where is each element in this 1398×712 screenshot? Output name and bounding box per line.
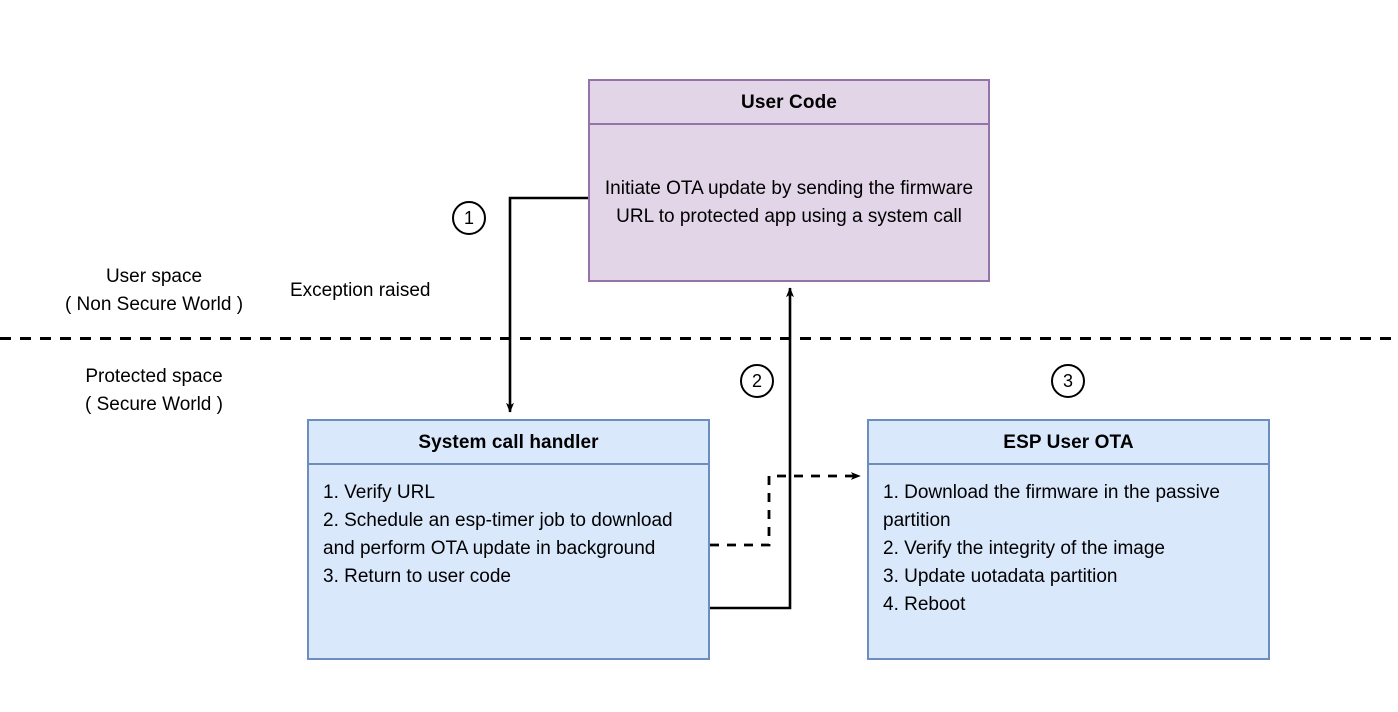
- step-badge-1: 1: [452, 201, 486, 235]
- edge-label-exception-raised: Exception raised: [290, 280, 431, 301]
- zone-label-protected-space: Protected space ( Secure World ): [85, 366, 223, 415]
- node-system-call-handler-body: 1. Verify URL 2. Schedule an esp-timer j…: [323, 482, 673, 587]
- step-badge-2: 2: [740, 364, 774, 398]
- edge-syscall-handler-to-esp-user-ota: [710, 472, 861, 547]
- node-user-code-body: Initiate OTA update by sending the firmw…: [604, 177, 974, 227]
- node-system-call-handler-title: System call handler: [309, 421, 708, 465]
- node-esp-user-ota-title: ESP User OTA: [869, 421, 1268, 465]
- edge-user-code-to-syscall-handler: [506, 196, 588, 413]
- node-esp-user-ota-body: 1. Download the firmware in the passive …: [883, 482, 1220, 615]
- node-esp-user-ota[interactable]: ESP User OTA 1. Download the firmware in…: [867, 419, 1270, 660]
- edge-syscall-handler-to-user-code: [710, 287, 794, 610]
- node-user-code-title: User Code: [590, 81, 988, 125]
- zone-label-user-space: User space ( Non Secure World ): [64, 266, 244, 315]
- node-system-call-handler[interactable]: System call handler 1. Verify URL 2. Sch…: [307, 419, 710, 660]
- node-user-code[interactable]: User Code Initiate OTA update by sending…: [588, 79, 990, 282]
- step-badge-3: 3: [1051, 364, 1085, 398]
